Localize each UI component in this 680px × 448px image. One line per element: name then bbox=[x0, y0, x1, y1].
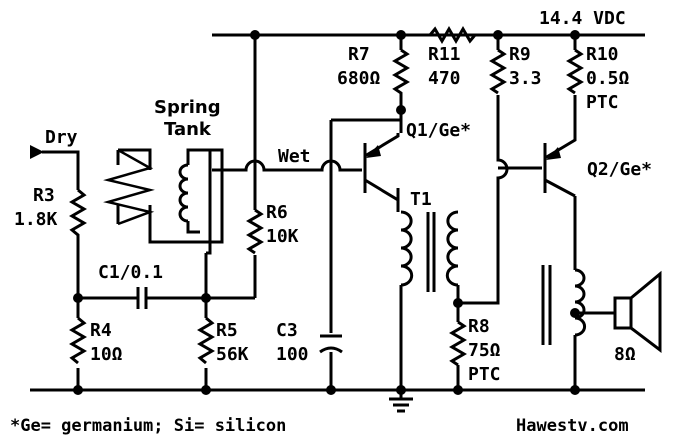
r10-name: R10 bbox=[586, 44, 619, 65]
labels: 14.4 VDC Dry Spring Tank Wet R3 1.8K R4 … bbox=[10, 8, 652, 436]
wet-output-label: Wet bbox=[278, 146, 311, 167]
r4-name: R4 bbox=[90, 320, 112, 341]
r5-value: 56K bbox=[216, 344, 249, 365]
spring-tank bbox=[103, 148, 224, 255]
spring-tank-label-line1: Spring bbox=[154, 97, 221, 118]
spring-tank-frame bbox=[118, 148, 224, 244]
wet-signal-wire bbox=[212, 159, 362, 172]
r11-name: R11 bbox=[428, 44, 461, 65]
r7-value: 680Ω bbox=[337, 68, 381, 89]
r8-note: PTC bbox=[468, 364, 501, 385]
resistor-r7 bbox=[392, 48, 410, 100]
capacitor-c1 bbox=[136, 287, 148, 309]
r7-name: R7 bbox=[348, 44, 370, 65]
r4-value: 10Ω bbox=[90, 344, 123, 365]
t1-secondary-coil bbox=[445, 210, 459, 287]
transistor-q2 bbox=[543, 136, 577, 198]
c1-label: C1/0.1 bbox=[98, 262, 163, 283]
capacitor-c3 bbox=[319, 334, 343, 354]
dry-input-label: Dry bbox=[45, 127, 78, 148]
footnote: *Ge= germanium; Si= silicon bbox=[10, 416, 286, 436]
r10-note: PTC bbox=[586, 92, 619, 113]
t1-label: T1 bbox=[410, 189, 432, 210]
spring-tank-label-line2: Tank bbox=[164, 119, 212, 140]
capacitors bbox=[136, 287, 343, 354]
r6-name: R6 bbox=[266, 202, 288, 223]
r9-value: 3.3 bbox=[509, 68, 542, 89]
q2-label: Q2/Ge* bbox=[587, 159, 652, 180]
credit: Hawestv.com bbox=[516, 416, 629, 436]
output-transformer bbox=[541, 265, 587, 345]
resistor-r11 bbox=[428, 26, 477, 44]
resistor-r5 bbox=[197, 316, 215, 365]
dry-input-arrow-icon bbox=[30, 145, 44, 159]
t1-primary-coil bbox=[400, 210, 414, 287]
r8-value: 75Ω bbox=[468, 340, 501, 361]
c3-name: C3 bbox=[276, 320, 298, 341]
resistor-r3 bbox=[69, 188, 87, 245]
r3-name: R3 bbox=[33, 185, 55, 206]
q1-label: Q1/Ge* bbox=[406, 120, 471, 141]
r11-value: 470 bbox=[428, 68, 461, 89]
dry-input-wire bbox=[42, 150, 80, 190]
r6-value: 10K bbox=[266, 226, 299, 247]
resistor-r6 bbox=[246, 208, 264, 255]
ground-icon bbox=[389, 397, 413, 413]
speaker-value: 8Ω bbox=[614, 344, 636, 365]
spring-tank-coil bbox=[178, 163, 189, 223]
spring-element-left bbox=[103, 148, 155, 226]
resistor-r9 bbox=[489, 48, 507, 95]
junction-dots bbox=[73, 30, 580, 395]
r5-name: R5 bbox=[216, 320, 238, 341]
resistor-r10 bbox=[566, 48, 584, 95]
r8-name: R8 bbox=[468, 316, 490, 337]
transformer-t1 bbox=[400, 210, 459, 292]
resistor-r8 bbox=[449, 320, 467, 367]
transistor-q1 bbox=[363, 133, 400, 212]
resistors bbox=[69, 26, 584, 367]
r3-value: 1.8K bbox=[14, 209, 58, 230]
speaker-icon bbox=[613, 270, 662, 354]
resistor-r4 bbox=[69, 316, 87, 365]
supply-voltage-label: 14.4 VDC bbox=[539, 8, 626, 29]
c3-value: 100 bbox=[276, 344, 309, 365]
r10-value: 0.5Ω bbox=[586, 68, 630, 89]
r9-name: R9 bbox=[509, 44, 531, 65]
